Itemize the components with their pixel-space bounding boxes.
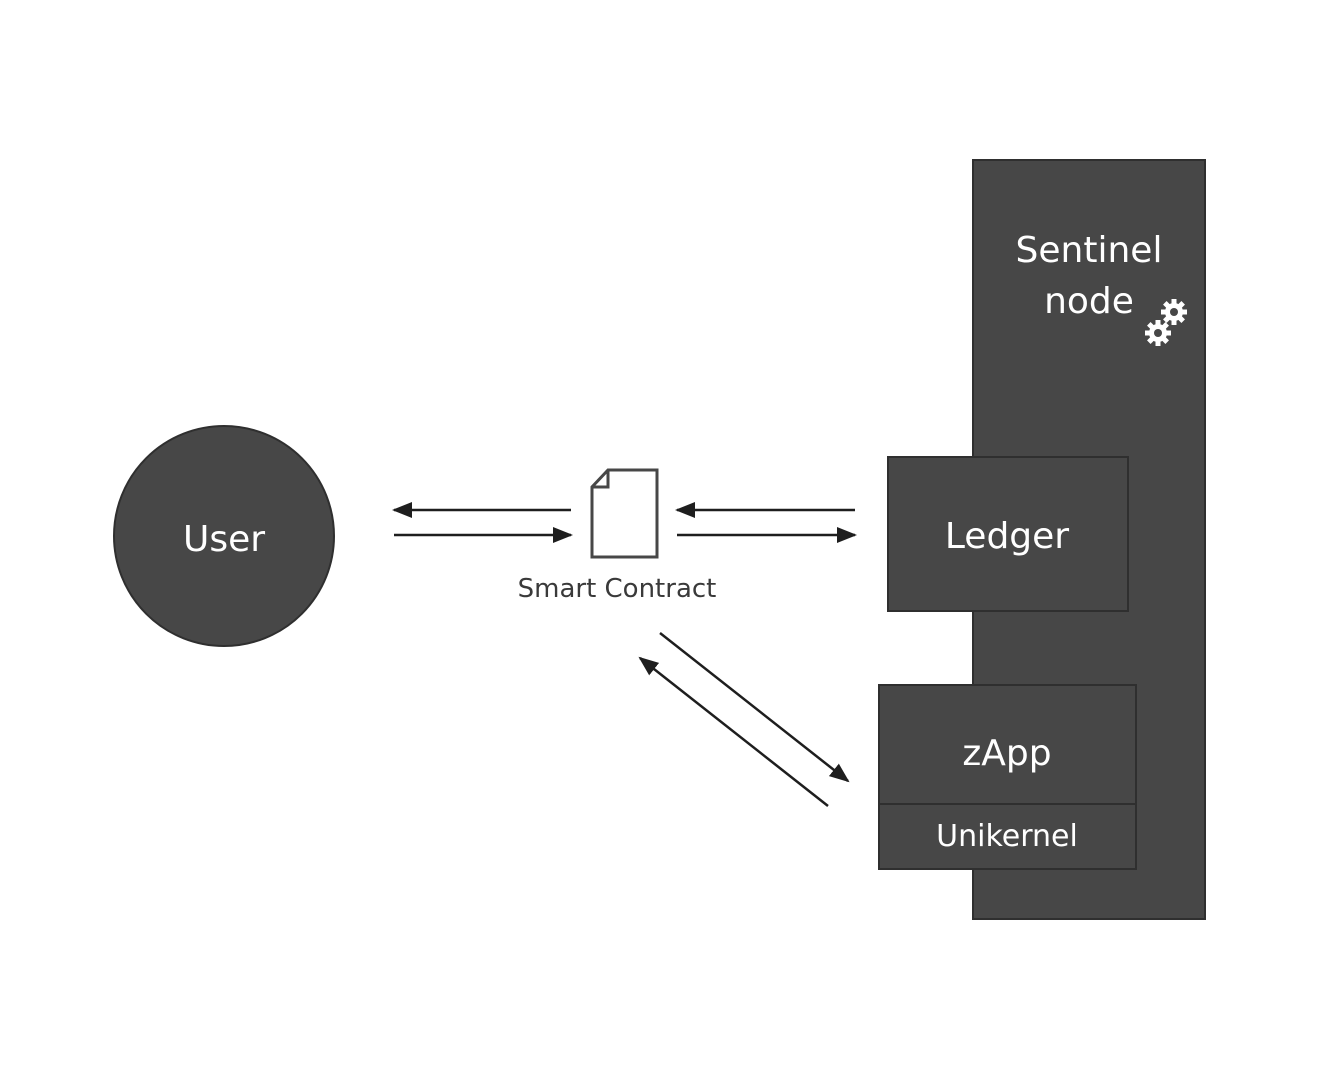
contract-zapp-arrows xyxy=(638,632,850,807)
contract-ledger-arrows xyxy=(675,502,857,543)
smart-contract: Smart Contract xyxy=(518,468,717,604)
ledger-node: Ledger xyxy=(887,456,1129,612)
smart-contract-label: Smart Contract xyxy=(518,574,717,604)
user-contract-arrows xyxy=(392,502,573,543)
user-node: User xyxy=(113,425,335,647)
gears-icon xyxy=(1145,299,1187,346)
zapp-node: zApp Unikernel xyxy=(878,684,1137,870)
sentinel-node-title-line1: Sentinel xyxy=(1016,230,1163,271)
user-label: User xyxy=(183,519,265,560)
zapp-label: zApp xyxy=(962,733,1051,774)
arrow-contract-to-zapp xyxy=(659,632,850,783)
user-circle xyxy=(113,425,335,647)
unikernel-label: Unikernel xyxy=(936,819,1078,854)
sentinel-node-title-line2: node xyxy=(1044,281,1134,322)
arrow-zapp-to-contract xyxy=(638,656,829,807)
zapp-box xyxy=(878,684,1137,805)
ledger-box xyxy=(887,456,1129,612)
unikernel-box xyxy=(878,803,1137,870)
ledger-label: Ledger xyxy=(945,516,1069,557)
document-icon xyxy=(590,468,659,559)
